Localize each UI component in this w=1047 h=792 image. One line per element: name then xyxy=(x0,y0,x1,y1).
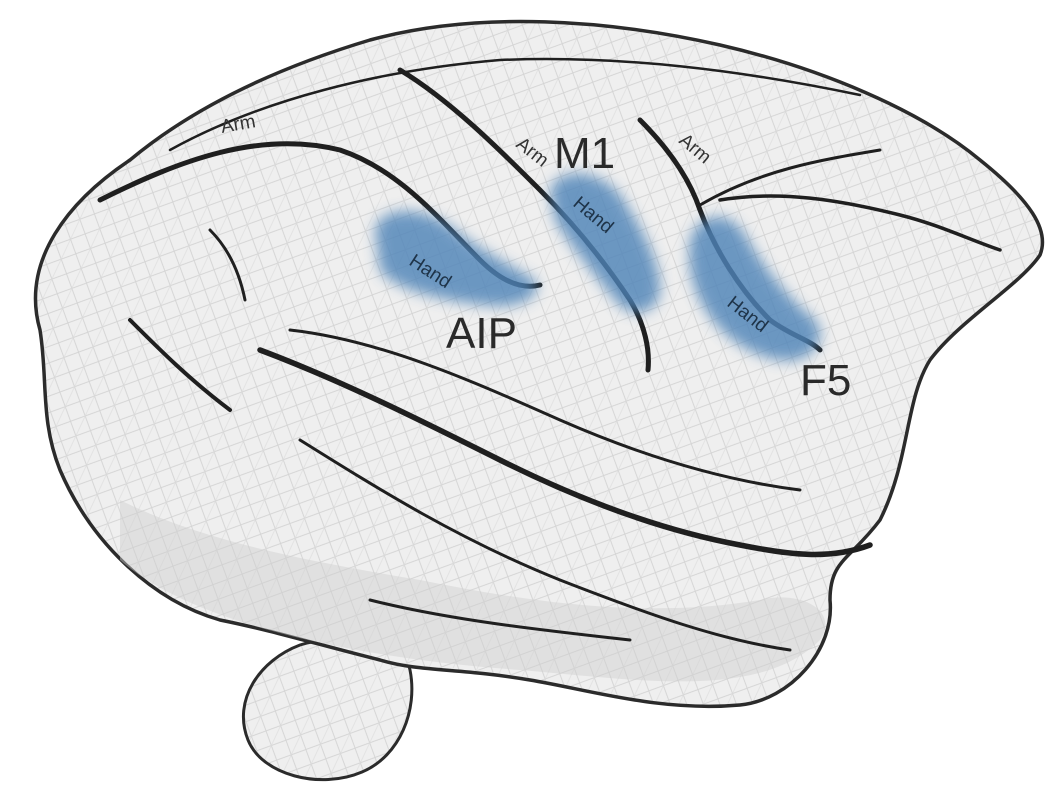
label-f5: F5 xyxy=(800,356,851,405)
label-aip: AIP xyxy=(446,309,517,358)
label-m1: M1 xyxy=(554,129,615,178)
